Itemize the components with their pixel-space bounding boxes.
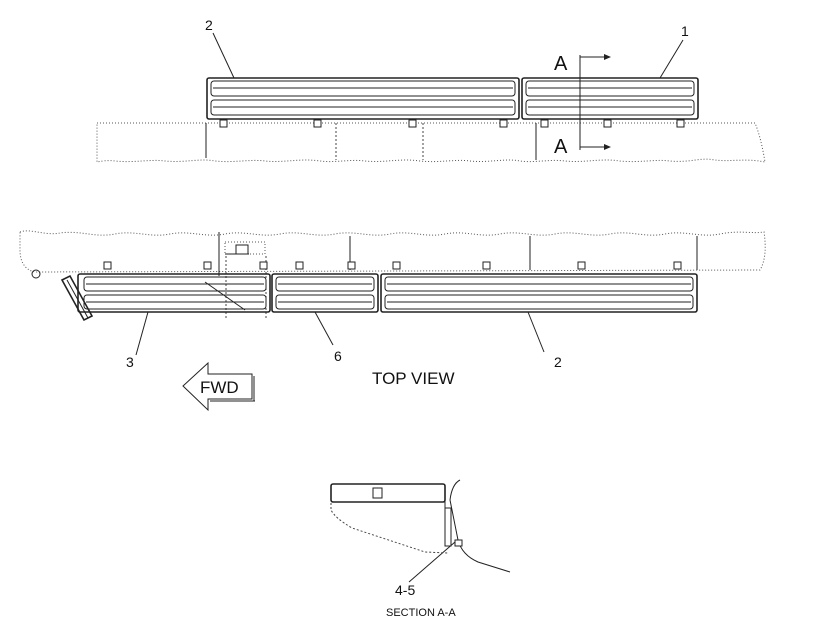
callout-3: 3 [126,354,134,370]
section-a-a-detail [330,479,511,573]
callout-1: 1 [681,23,689,39]
callout-2-upper: 2 [205,17,213,33]
fwd-arrow [182,361,255,412]
section-marker-top: A [554,53,568,75]
leader-lines [135,32,684,583]
callout-4-5: 4-5 [395,582,415,598]
callout-6: 6 [334,348,342,364]
lower-rail-assembly [19,230,766,322]
section-a-a-title: SECTION A-A [386,607,456,619]
fwd-label: FWD [200,378,239,397]
callout-2-lower: 2 [554,354,562,370]
upper-rail-assembly [96,54,766,163]
section-marker-bottom: A [554,136,568,158]
top-view-title: TOP VIEW [372,369,455,388]
